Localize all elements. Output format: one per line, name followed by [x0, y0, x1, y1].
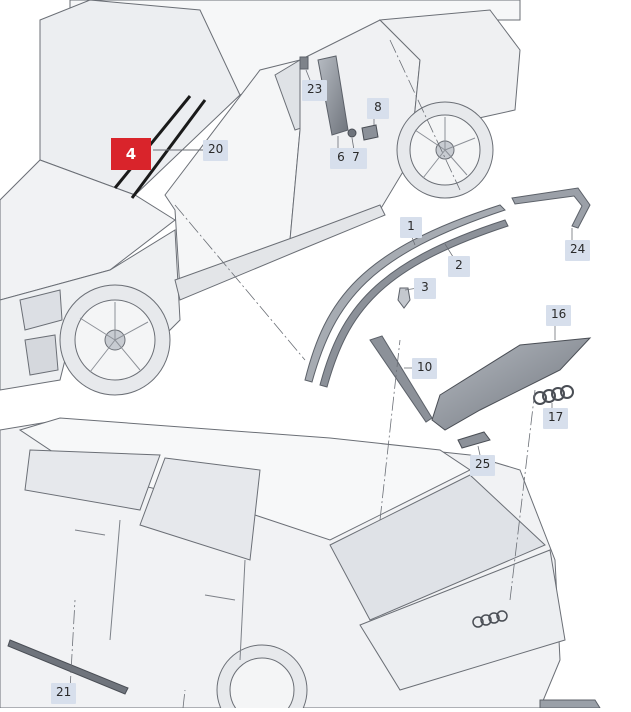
section-marker: 4: [111, 138, 151, 170]
callout-20: 20: [203, 140, 229, 161]
bottom-door-lines: [74, 519, 246, 661]
callout-17: 17: [543, 408, 569, 429]
emblem-rings-17: [533, 385, 574, 405]
callout-23: 23: [302, 80, 328, 101]
callout-24: 24: [565, 240, 591, 261]
callout-7: 7: [345, 148, 367, 169]
roof-trim-strips: [304, 204, 509, 388]
callout-21: 21: [51, 683, 77, 704]
callout-25: 25: [470, 455, 496, 476]
callout-8: 8: [367, 98, 389, 119]
callout-2: 2: [448, 256, 470, 277]
callout-10: 10: [412, 358, 438, 379]
callout-3: 3: [414, 278, 436, 299]
top-vehicle: [0, 0, 521, 396]
callout-16: 16: [546, 305, 572, 326]
leader-lines: [69, 39, 536, 709]
pillar-trim-23: [299, 55, 349, 136]
window-channel-strip: [113, 95, 207, 199]
bottom-vehicle: [0, 417, 566, 712]
top-wheel-spokes: [79, 117, 476, 373]
callout-1: 1: [400, 217, 422, 238]
